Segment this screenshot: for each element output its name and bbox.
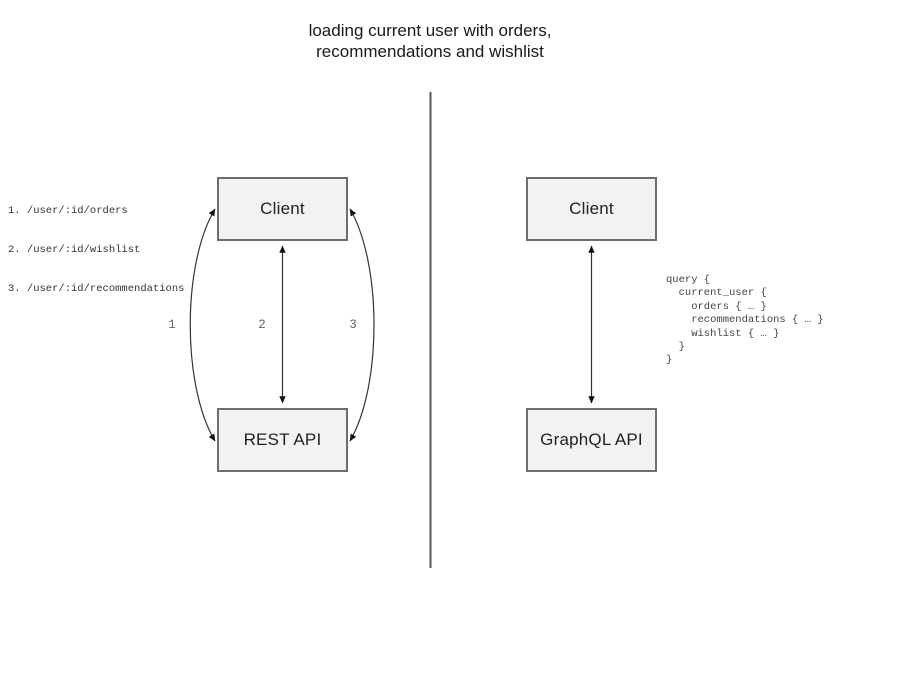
graphql-api-label: GraphQL API xyxy=(540,430,643,449)
endpoint-item: 2. /user/:id/wishlist xyxy=(8,244,141,256)
graphql-query-code: query { current_user { orders { … } reco… xyxy=(666,274,824,367)
arrow-label-2: 2 xyxy=(258,318,266,332)
graphql-api-box: GraphQL API xyxy=(526,408,657,472)
endpoint-item: 3. /user/:id/recommendations xyxy=(8,283,185,295)
rest-api-box: REST API xyxy=(217,408,348,472)
diagram-title: loading current user with orders, recomm… xyxy=(308,21,552,61)
rest-arrow-3 xyxy=(349,208,375,442)
rest-arrow-1 xyxy=(189,208,216,442)
graphql-client-box: Client xyxy=(526,177,657,241)
rest-client-label: Client xyxy=(260,199,305,218)
graphql-client-label: Client xyxy=(569,199,614,218)
rest-client-box: Client xyxy=(217,177,348,241)
arrow-label-1: 1 xyxy=(168,318,176,332)
rest-endpoints-list: 1. /user/:id/orders 2. /user/:id/wishlis… xyxy=(8,179,184,322)
rest-api-label: REST API xyxy=(243,430,322,449)
endpoint-item: 1. /user/:id/orders xyxy=(8,205,128,217)
arrow-label-3: 3 xyxy=(349,318,357,332)
